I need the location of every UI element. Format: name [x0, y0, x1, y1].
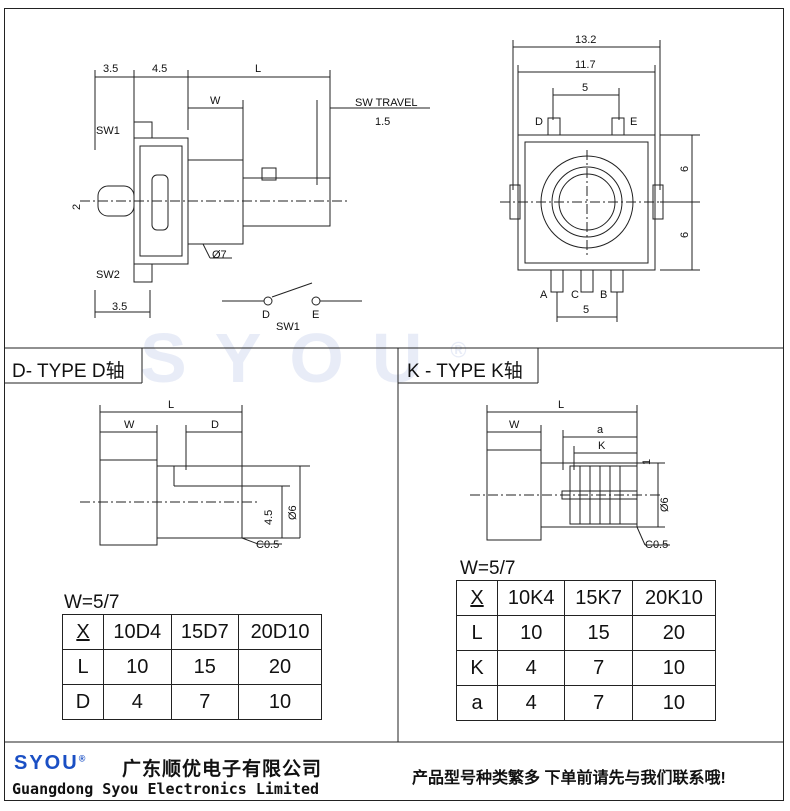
- travel-value: 1.5: [375, 116, 390, 128]
- table-row: L 10 15 20: [456, 615, 717, 651]
- dim-h2: 6: [679, 232, 691, 238]
- company-name-en: Guangdong Syou Electronics Limited: [12, 780, 320, 798]
- k-dim-a: a: [597, 424, 604, 436]
- order-notice: 产品型号种类繁多 下单前请先与我们联系哦!: [412, 770, 726, 787]
- company-name-cn: 广东顺优电子有限公司: [122, 758, 323, 780]
- k-dim-L: L: [558, 399, 564, 411]
- pin-c: C: [571, 289, 579, 301]
- d-type-table: X 10D4 15D7 20D10 L 10 15 20 D 4 7 10: [62, 614, 322, 720]
- pin-e: E: [630, 116, 637, 128]
- switch-label: SW1: [276, 321, 300, 333]
- pin-d: D: [535, 116, 543, 128]
- table-row: a 4 7 10: [456, 685, 717, 721]
- dim-W: W: [210, 95, 221, 107]
- dim-11-7: 11.7: [575, 59, 596, 71]
- dim-3-5: 3.5: [103, 63, 118, 75]
- k-dim-K: K: [598, 440, 606, 452]
- d-dim-L: L: [168, 399, 174, 411]
- k-type-drawing: [470, 405, 670, 546]
- company-logo: SYOU®: [14, 752, 88, 774]
- sw-travel-label: SW TRAVEL: [355, 97, 418, 109]
- dim-4-5: 4.5: [152, 63, 167, 75]
- pin-a: A: [540, 289, 548, 301]
- d-type-title: D- TYPE D轴: [12, 361, 125, 382]
- d-dia-dim: Ø6: [287, 505, 299, 520]
- sw2-label: SW2: [96, 269, 120, 281]
- table-header-row: X 10D4 15D7 20D10: [62, 614, 322, 650]
- table-row: K 4 7 10: [456, 650, 717, 686]
- k-w-label: W=5/7: [460, 558, 516, 579]
- d-chamfer: C0.5: [256, 539, 279, 551]
- k-type-title: K - TYPE K轴: [407, 361, 523, 382]
- dim-h1: 6: [679, 166, 691, 172]
- k-type-table: X 10K4 15K7 20K10 L 10 15 20 K 4 7 10 a …: [456, 580, 717, 721]
- side-view-drawing: [80, 70, 430, 318]
- switch-e: E: [312, 309, 319, 321]
- pin-b: B: [600, 289, 607, 301]
- shaft-tolerance: 2: [71, 204, 83, 210]
- d-type-drawing: [80, 405, 310, 546]
- dim-pin-span: 5: [582, 82, 588, 94]
- k-dim-1: 1: [641, 459, 653, 465]
- body-diameter: Ø7: [212, 249, 227, 261]
- k-dia-dim: Ø6: [659, 497, 671, 512]
- k-dim-W: W: [509, 419, 520, 431]
- front-view-drawing: [500, 40, 700, 322]
- table-row: D 4 7 10: [62, 684, 322, 720]
- drawing-frame: [4, 8, 784, 801]
- dim-bottom-span: 5: [583, 304, 589, 316]
- switch-symbol: [222, 282, 362, 306]
- d-flat-dim: 4.5: [263, 510, 275, 525]
- watermark: SYOU®: [140, 319, 495, 397]
- switch-d: D: [262, 309, 270, 321]
- d-dim-W: W: [124, 419, 135, 431]
- sw1-label: SW1: [96, 125, 120, 137]
- dim-13-2: 13.2: [575, 34, 596, 46]
- bottom-dim: 3.5: [112, 301, 127, 313]
- d-dim-D: D: [211, 419, 219, 431]
- table-header-row: X 10K4 15K7 20K10: [456, 580, 717, 616]
- dim-L: L: [255, 63, 261, 75]
- table-row: L 10 15 20: [62, 649, 322, 685]
- d-w-label: W=5/7: [64, 592, 120, 613]
- k-chamfer: C0.5: [645, 539, 668, 551]
